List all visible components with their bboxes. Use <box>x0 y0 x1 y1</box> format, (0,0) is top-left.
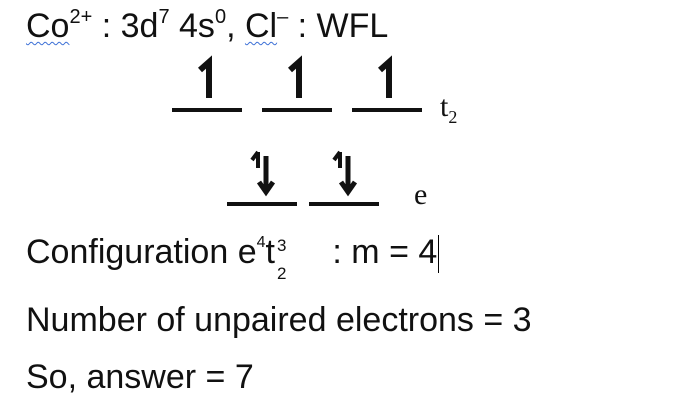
up-down-arrow-icon <box>332 150 358 197</box>
e-orbital-2 <box>309 146 379 206</box>
ion-symbol: Co <box>26 7 70 45</box>
e-exponent: 4 <box>256 234 266 251</box>
orbital-line <box>262 108 332 112</box>
d-electron-count: 7 <box>158 6 170 28</box>
ligand-charge: – <box>277 6 289 28</box>
ligand-symbol: Cl <box>244 7 278 45</box>
orbital-line <box>352 108 422 112</box>
spin-result: : m = 4 <box>322 233 438 271</box>
separator-colon: : 3d <box>92 7 159 45</box>
orbital-line <box>227 202 297 206</box>
answer-line: So, answer = 7 <box>26 358 254 396</box>
t-term: t <box>265 233 275 271</box>
e-level-label: e <box>414 178 428 211</box>
s-orbital: 4s <box>169 7 215 45</box>
header-line: Co2+ : 3d7 4s0, Cl– : WFL <box>26 6 388 51</box>
unpaired-line: Number of unpaired electrons = 3 <box>26 301 532 339</box>
separator-colon-2: : <box>288 7 317 45</box>
up-arrow-icon <box>288 55 302 98</box>
up-arrow-icon <box>198 55 212 98</box>
t2-orbital-2 <box>262 52 332 112</box>
t-exponent: 3 <box>276 236 287 255</box>
configuration-label: Configuration <box>26 233 238 271</box>
up-down-arrow-icon <box>250 150 276 197</box>
orbital-line <box>309 202 379 206</box>
e-orbital-1 <box>227 146 297 206</box>
e-term: e <box>237 233 257 271</box>
field-strength: WFL <box>316 7 389 45</box>
t-subscript: 2 <box>276 264 287 283</box>
up-arrow-icon <box>378 55 392 98</box>
text-cursor[interactable] <box>438 235 440 274</box>
ion-charge: 2+ <box>69 6 93 28</box>
s-electron-count: 0 <box>214 6 227 28</box>
t2-level-label: t2 <box>440 90 458 127</box>
comma: , <box>226 7 245 45</box>
orbital-line <box>172 108 242 112</box>
t2-orbital-1 <box>172 52 242 112</box>
t2-orbital-3 <box>352 52 422 112</box>
